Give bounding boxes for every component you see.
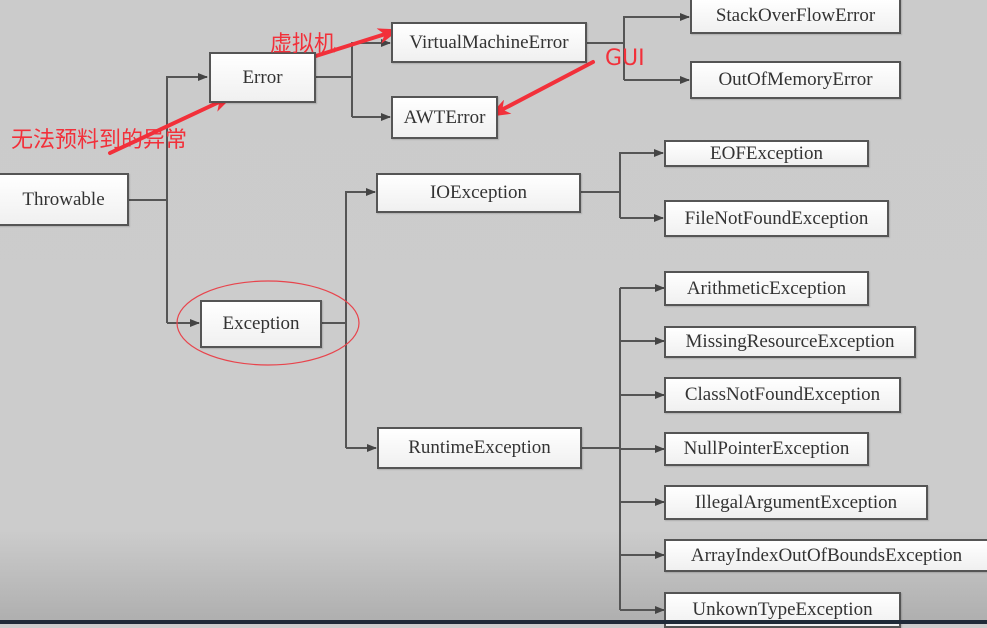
exception-highlight-ellipse <box>176 280 360 366</box>
annotation-arrow-unexpected <box>108 94 234 155</box>
node-class-not-found-exception: ClassNotFoundException <box>664 377 901 413</box>
edge-vme-soe <box>623 13 690 80</box>
node-file-not-found-exception: FileNotFoundException <box>664 200 889 237</box>
edge-throwable-error <box>166 73 208 323</box>
annotation-unexpected-exception: 无法预料到的异常 <box>11 128 188 153</box>
node-throwable: Throwable <box>0 173 129 226</box>
node-arithmetic-exception: ArithmeticException <box>664 271 869 306</box>
node-illegal-argument-exception: IllegalArgumentException <box>664 485 928 520</box>
node-runtime-exception: RuntimeException <box>377 427 582 469</box>
annotation-arrow-vm <box>298 28 400 63</box>
bottom-edge-bar <box>0 620 987 624</box>
annotation-virtual-machine: 虚拟机 <box>270 32 337 57</box>
node-stack-overflow-error: StackOverFlowError <box>690 0 901 34</box>
node-exception: Exception <box>200 300 322 348</box>
node-out-of-memory-error: OutOfMemoryError <box>690 61 901 99</box>
node-array-index-out-of-bounds-exception: ArrayIndexOutOfBoundsException <box>664 539 987 572</box>
node-io-exception: IOException <box>376 173 581 213</box>
edge-error-vme <box>351 39 391 117</box>
annotation-arrow-gui <box>488 60 595 118</box>
node-missing-resource-exception: MissingResourceException <box>664 326 916 358</box>
node-eof-exception: EOFException <box>664 140 869 167</box>
node-error: Error <box>209 52 316 103</box>
edge-exception-io <box>345 188 376 448</box>
annotation-gui: GUI <box>605 46 645 71</box>
node-null-pointer-exception: NullPointerException <box>664 432 869 466</box>
node-virtual-machine-error: VirtualMachineError <box>391 22 587 63</box>
node-awt-error: AWTError <box>391 96 498 139</box>
edge-io-eof <box>619 149 664 218</box>
